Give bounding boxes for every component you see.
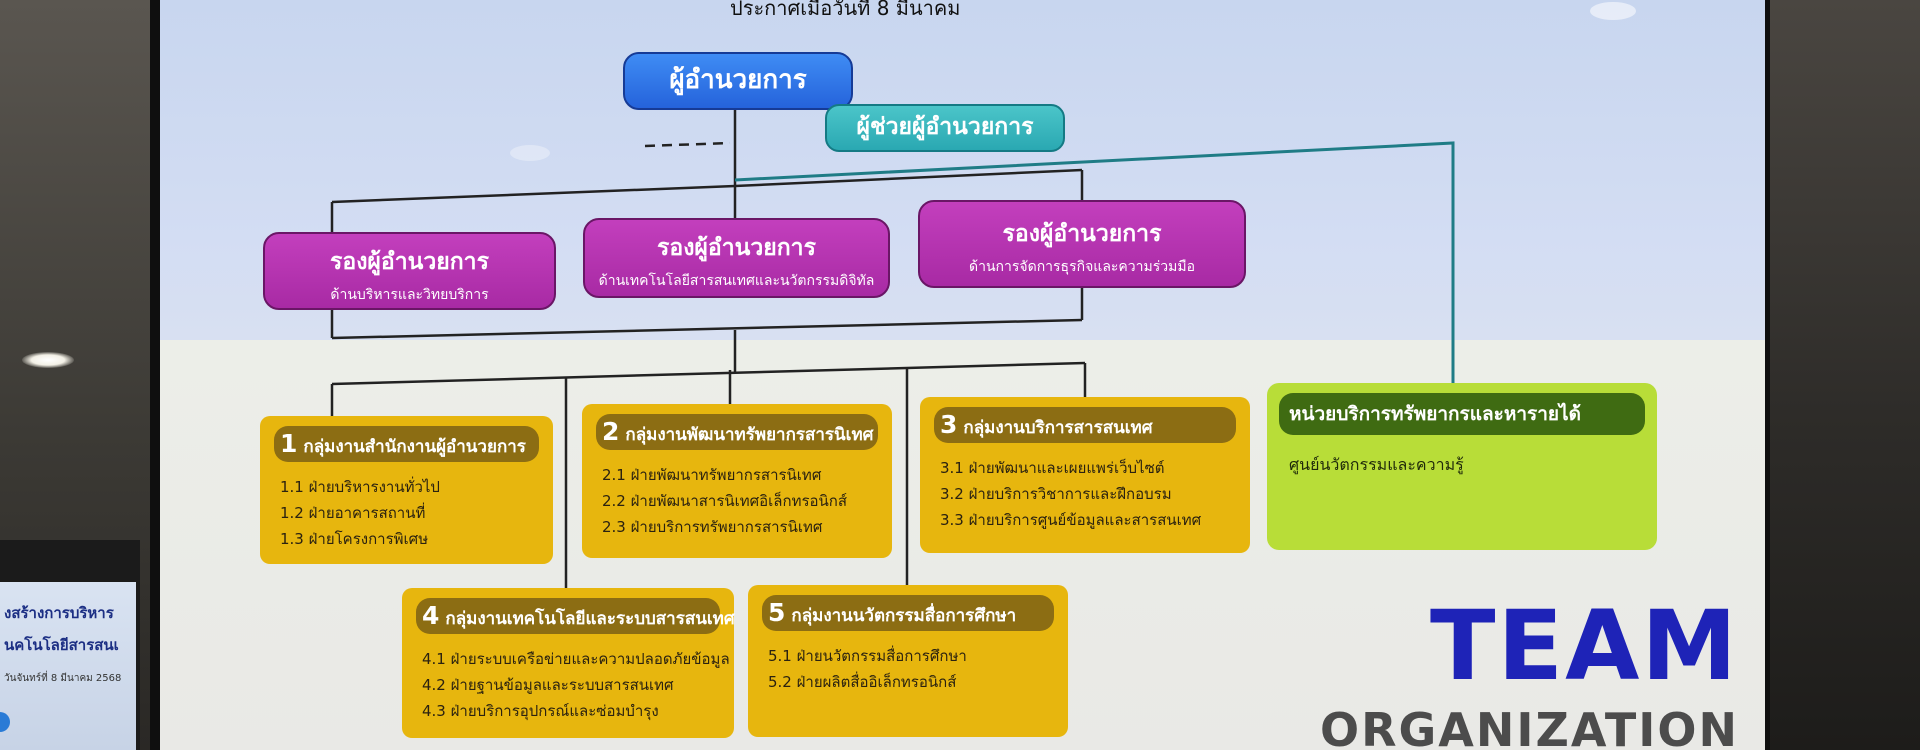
group-3-items: 3.1 ฝ่ายพัฒนาและเผยแพร่เว็บไซต์ 3.2 ฝ่าย… xyxy=(940,455,1236,533)
side-monitor-screen: งสร้างการบริหาร นคโนโลยีสารสนเ วันจันทร์… xyxy=(0,582,136,750)
side-screen-dot xyxy=(0,712,10,732)
assistant-director-label: ผู้ช่วยผู้อำนวยการ xyxy=(856,114,1034,140)
list-item: 2.2 ฝ่ายพัฒนาสารนิเทศอิเล็กทรอนิกส์ xyxy=(602,492,848,510)
room-wall-right xyxy=(1770,0,1920,750)
list-item: 1.3 ฝ่ายโครงการพิเศษ xyxy=(280,530,429,548)
top-caption: ประกาศเมื่อวันที่ 8 มีนาคม xyxy=(730,0,961,20)
deputy-1-subtitle: ด้านบริหารและวิทยบริการ xyxy=(330,287,489,303)
deputy-box-1: รองผู้อำนวยการ ด้านบริหารและวิทยบริการ xyxy=(263,232,556,310)
list-item: 5.2 ฝ่ายผลิตสื่ออิเล็กทรอนิกส์ xyxy=(768,673,957,691)
list-item: 4.3 ฝ่ายบริการอุปกรณ์และซ่อมบำรุง xyxy=(422,702,659,720)
deputy-3-title: รองผู้อำนวยการ xyxy=(1002,221,1162,247)
director-box: ผู้อำนวยการ xyxy=(623,52,853,110)
group-1-title: กลุ่มงานสำนักงานผู้อำนวยการ xyxy=(303,437,526,457)
screen-glare xyxy=(1590,2,1636,20)
side-screen-line-2: นคโนโลยีสารสนเ xyxy=(4,636,119,654)
deputy-1-title: รองผู้อำนวยการ xyxy=(330,249,489,275)
list-item: 1.2 ฝ่ายอาคารสถานที่ xyxy=(280,504,426,522)
connector-revenue-unit xyxy=(734,141,1455,385)
screen-glare xyxy=(510,145,550,161)
list-item: 2.1 ฝ่ายพัฒนาทรัพยากรสารนิเทศ xyxy=(602,466,822,484)
brand-organization: ORGANIZATION xyxy=(1320,703,1739,750)
group-4-items: 4.1 ฝ่ายระบบเครือข่ายและความปลอดภัยข้อมู… xyxy=(422,646,730,724)
group-5-items: 5.1 ฝ่ายนวัตกรรมสื่อการศึกษา 5.2 ฝ่ายผลิ… xyxy=(768,643,1054,695)
revenue-unit-item: ศูนย์นวัตกรรมและความรู้ xyxy=(1289,455,1464,474)
director-label: ผู้อำนวยการ xyxy=(669,65,807,95)
deputy-2-subtitle: ด้านเทคโนโลยีสารสนเทศและนวัตกรรมดิจิทัล xyxy=(598,273,875,289)
group-2-title: กลุ่มงานพัฒนาทรัพยากรสารนิเทศ xyxy=(625,425,874,445)
group-3-number: 3 xyxy=(940,410,958,439)
connector-deputy-bus-left xyxy=(331,184,736,204)
revenue-unit-header: หน่วยบริการทรัพยากรและหารายได้ xyxy=(1279,393,1645,435)
deputy-3-subtitle: ด้านการจัดการธุรกิจและความร่วมมือ xyxy=(969,259,1195,275)
group-4-number: 4 xyxy=(422,601,440,630)
group-3-title: กลุ่มงานบริการสารสนเทศ xyxy=(963,418,1153,438)
list-item: 4.1 ฝ่ายระบบเครือข่ายและความปลอดภัยข้อมู… xyxy=(422,650,730,668)
deputy-2-title: รองผู้อำนวยการ xyxy=(657,235,816,261)
ceiling-light xyxy=(22,352,74,368)
list-item: 1.1 ฝ่ายบริหารงานทั่วไป xyxy=(280,478,440,496)
assistant-director-box: ผู้ช่วยผู้อำนวยการ xyxy=(825,104,1065,152)
group-1-number: 1 xyxy=(280,429,298,458)
connector-lower-bus xyxy=(331,318,1083,340)
list-item: 2.3 ฝ่ายบริการทรัพยากรสารนิเทศ xyxy=(602,518,823,536)
list-item: 4.2 ฝ่ายฐานข้อมูลและระบบสารสนเทศ xyxy=(422,676,674,694)
side-screen-line-3: วันจันทร์ที่ 8 มีนาคม 2568 xyxy=(4,673,122,684)
connector-group-bus xyxy=(331,361,1086,386)
deputy-box-2: รองผู้อำนวยการ ด้านเทคโนโลยีสารสนเทศและน… xyxy=(583,218,890,298)
connector-assistant-dashed xyxy=(644,141,731,148)
group-5-number: 5 xyxy=(768,598,786,627)
brand-team: TEAM xyxy=(1430,590,1739,702)
list-item: 3.1 ฝ่ายพัฒนาและเผยแพร่เว็บไซต์ xyxy=(940,459,1165,477)
deputy-box-3: รองผู้อำนวยการ ด้านการจัดการธุรกิจและควา… xyxy=(918,200,1246,288)
group-2-number: 2 xyxy=(602,417,620,446)
connector-lines xyxy=(330,110,1455,590)
list-item: 3.2 ฝ่ายบริการวิชาการและฝึกอบรม xyxy=(940,485,1172,503)
side-screen-line-1: งสร้างการบริหาร xyxy=(4,604,114,622)
group-5-title: กลุ่มงานนวัตกรรมสื่อการศึกษา xyxy=(791,606,1017,626)
list-item: 3.3 ฝ่ายบริการศูนย์ข้อมูลและสารสนเทศ xyxy=(940,511,1202,529)
group-2-items: 2.1 ฝ่ายพัฒนาทรัพยากรสารนิเทศ 2.2 ฝ่ายพั… xyxy=(602,462,878,540)
group-1-items: 1.1 ฝ่ายบริหารงานทั่วไป 1.2 ฝ่ายอาคารสถา… xyxy=(280,474,539,552)
connector-deputy-bus-right xyxy=(734,168,1083,188)
list-item: 5.1 ฝ่ายนวัตกรรมสื่อการศึกษา xyxy=(768,647,967,665)
group-4-title: กลุ่มงานเทคโนโลยีและระบบสารสนเทศ xyxy=(445,609,735,629)
org-chart-screen: ประกาศเมื่อวันที่ 8 มีนาคม ผู้อำนวยการ ผ… xyxy=(160,0,1765,750)
revenue-unit-card: หน่วยบริการทรัพยากรและหารายได้ ศูนย์นวัต… xyxy=(1267,383,1657,550)
